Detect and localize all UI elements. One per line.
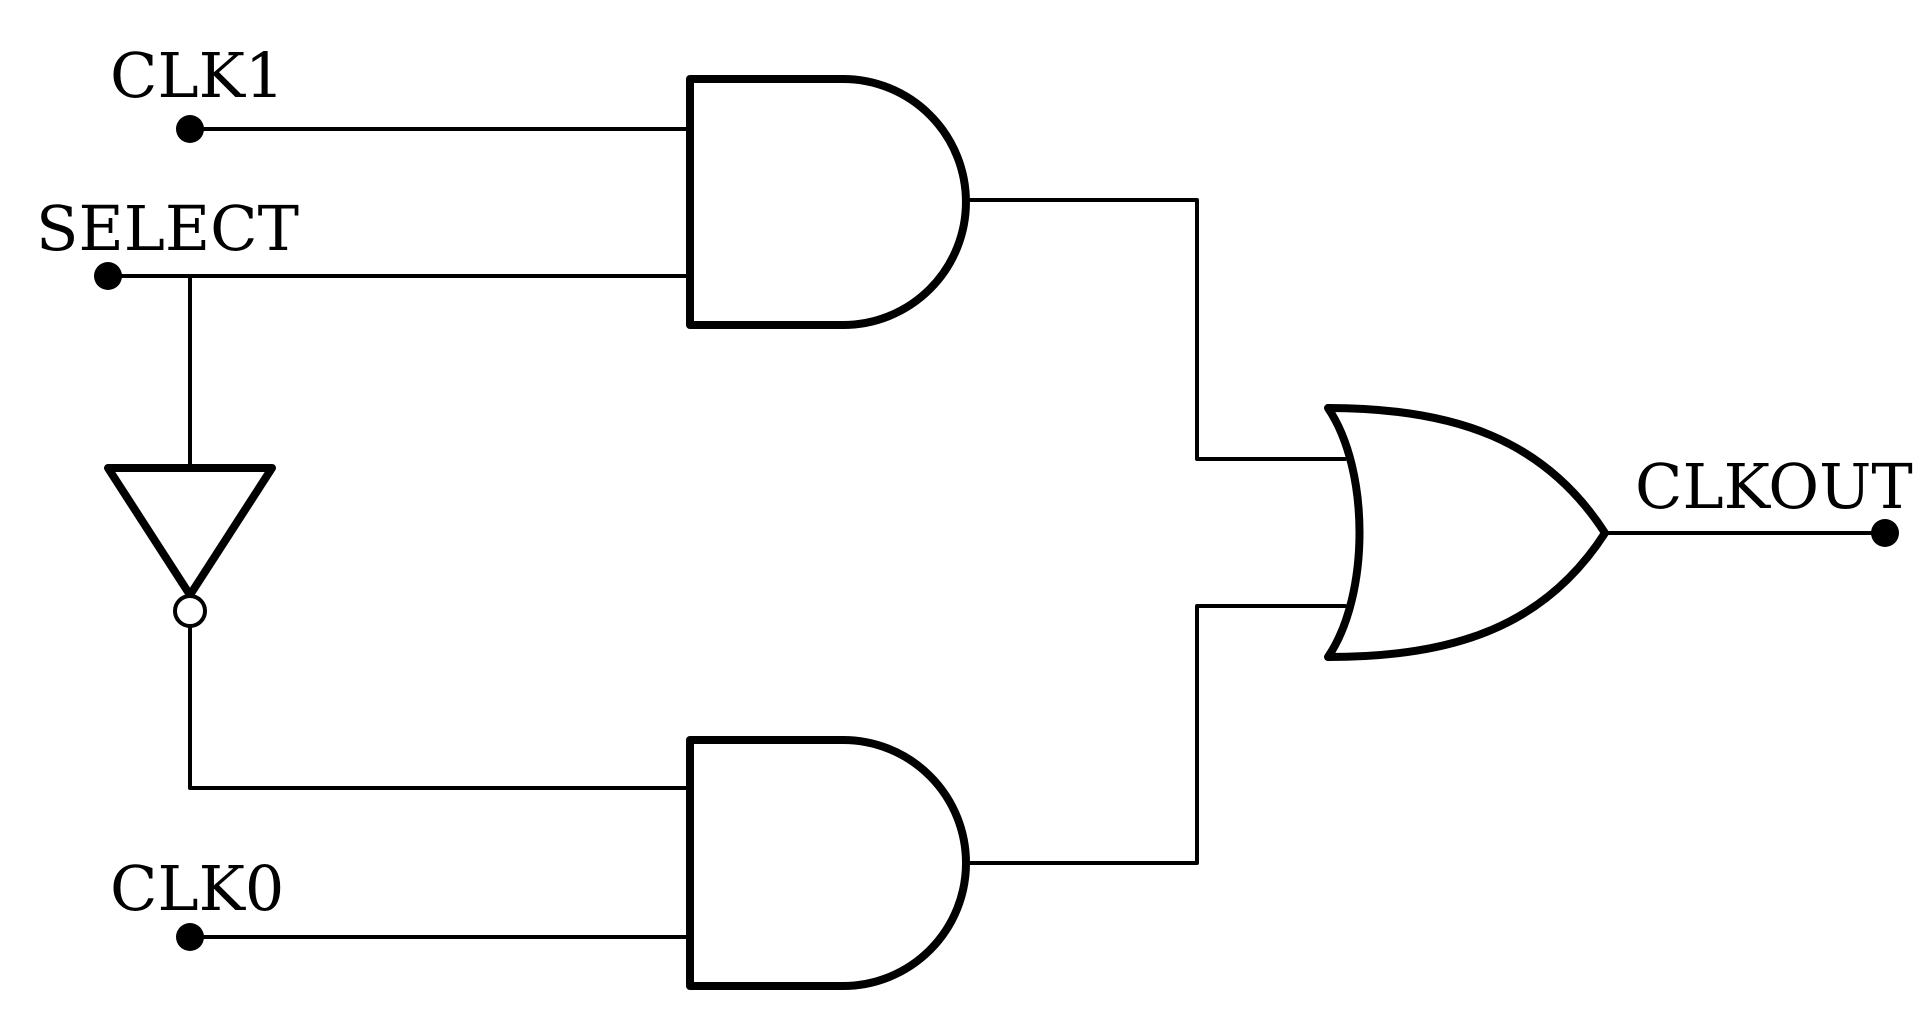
label-clk1: CLK1 — [110, 39, 284, 112]
label-clk0: CLK0 — [110, 852, 284, 925]
wire-and-bottom-to-or — [966, 604, 1347, 865]
label-select: SELECT — [36, 192, 299, 265]
wire-and-top-to-or — [966, 198, 1347, 461]
and-gate-bottom — [686, 736, 970, 990]
or-gate — [1324, 404, 1609, 661]
label-clkout: CLKOUT — [1635, 450, 1913, 523]
not-gate-bubble — [173, 594, 207, 628]
and-gate-top — [686, 75, 970, 329]
not-gate — [104, 464, 276, 599]
wire-not-to-and-bottom — [188, 624, 692, 790]
